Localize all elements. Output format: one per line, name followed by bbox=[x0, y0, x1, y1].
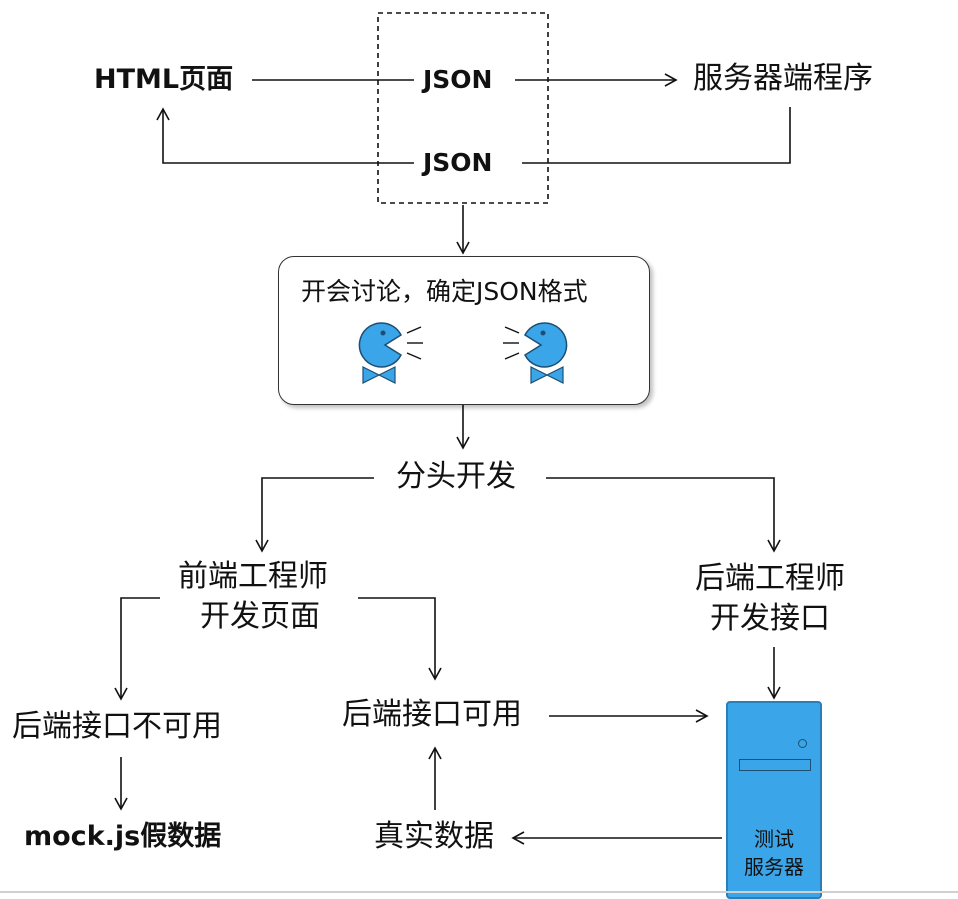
json-request-label: JSON bbox=[423, 65, 493, 94]
split-to-backend-arrow bbox=[546, 477, 781, 553]
frontend-engineer-line1: 前端工程师 bbox=[178, 559, 328, 594]
backend-engineer-line1: 后端工程师 bbox=[695, 561, 845, 596]
server-to-json-line bbox=[522, 107, 791, 164]
split-label: 分头开发 bbox=[396, 459, 516, 494]
split-to-frontend-arrow bbox=[255, 477, 374, 553]
meeting-text: 开会讨论，确定JSON格式 bbox=[301, 277, 588, 306]
test-server-line2: 服务器 bbox=[744, 855, 804, 879]
html-page-label: HTML页面 bbox=[94, 64, 234, 95]
pacman-mascot-icon bbox=[503, 322, 568, 384]
backend-engineer-line2: 开发接口 bbox=[710, 601, 830, 636]
test-server-line1: 测试 bbox=[754, 827, 794, 851]
meeting-box: 开会讨论，确定JSON格式 bbox=[278, 256, 650, 405]
bottom-divider bbox=[0, 891, 958, 893]
json-response-label: JSON bbox=[423, 148, 493, 177]
pacman-mascot-icon bbox=[358, 322, 423, 384]
server-program-label: 服务器端程序 bbox=[693, 61, 873, 96]
drive-slot-icon bbox=[739, 759, 811, 771]
power-led-icon bbox=[798, 739, 807, 748]
mock-data-label: mock.js假数据 bbox=[24, 821, 222, 852]
json-contract-box bbox=[377, 12, 549, 204]
real-data-label: 真实数据 bbox=[374, 819, 494, 854]
frontend-to-available-arrow bbox=[358, 597, 442, 681]
frontend-to-unavailable-arrow bbox=[114, 597, 160, 701]
frontend-engineer-line2: 开发页面 bbox=[200, 599, 320, 634]
json-to-html-arrow bbox=[156, 107, 414, 164]
api-available-label: 后端接口可用 bbox=[342, 697, 522, 732]
server-tower-icon: 测试 服务器 bbox=[726, 701, 822, 899]
api-unavailable-label: 后端接口不可用 bbox=[12, 709, 222, 744]
